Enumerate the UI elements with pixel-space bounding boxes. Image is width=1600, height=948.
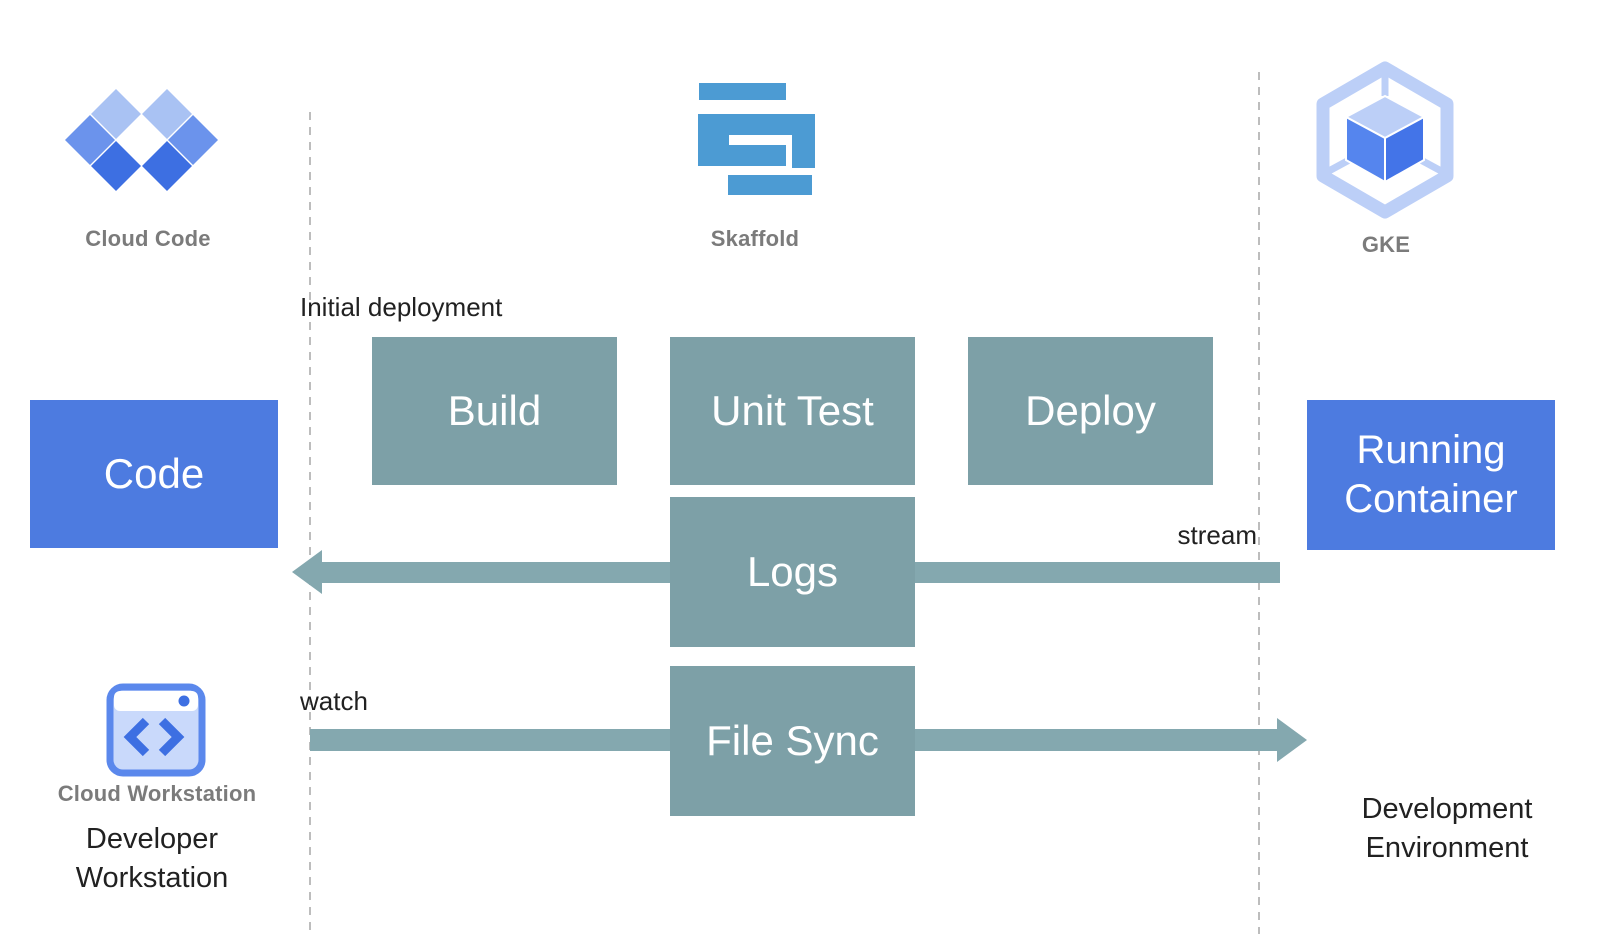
code-chevron-left-icon — [123, 717, 150, 757]
skaffold-label: Skaffold — [710, 226, 800, 251]
developer-workstation-label: Developer Workstation — [75, 823, 229, 895]
logs-box: Logs — [670, 497, 915, 647]
dashed-separator-right — [1258, 72, 1260, 934]
cloud-code-icon — [65, 89, 218, 191]
development-environment-label: Development Environment — [1361, 793, 1533, 865]
build-box: Build — [372, 337, 617, 485]
code-box: Code — [30, 400, 278, 548]
initial-deployment-label: Initial deployment — [300, 292, 503, 322]
cloud-code-label: Cloud Code — [85, 226, 211, 251]
unit-test-box: Unit Test — [670, 337, 915, 485]
cloud-workstation-icon — [106, 683, 206, 777]
watch-label: watch — [300, 686, 368, 716]
running-container-box: Running Container — [1307, 400, 1555, 550]
gke-icon — [1316, 61, 1454, 219]
skaffold-icon — [698, 83, 815, 195]
gke-cube-right-face — [1384, 115, 1425, 184]
logs-arrowhead — [292, 550, 322, 594]
deploy-box: Deploy — [968, 337, 1213, 485]
cloud-workstation-label: Cloud Workstation — [57, 781, 257, 806]
stream-label: stream — [1177, 520, 1257, 550]
gke-label: GKE — [1361, 232, 1411, 257]
code-chevron-right-icon — [158, 717, 185, 757]
file-sync-arrowhead — [1277, 718, 1307, 762]
window-dot-icon — [178, 695, 190, 707]
dashed-separator-left — [309, 112, 311, 934]
file-sync-box: File Sync — [670, 666, 915, 816]
